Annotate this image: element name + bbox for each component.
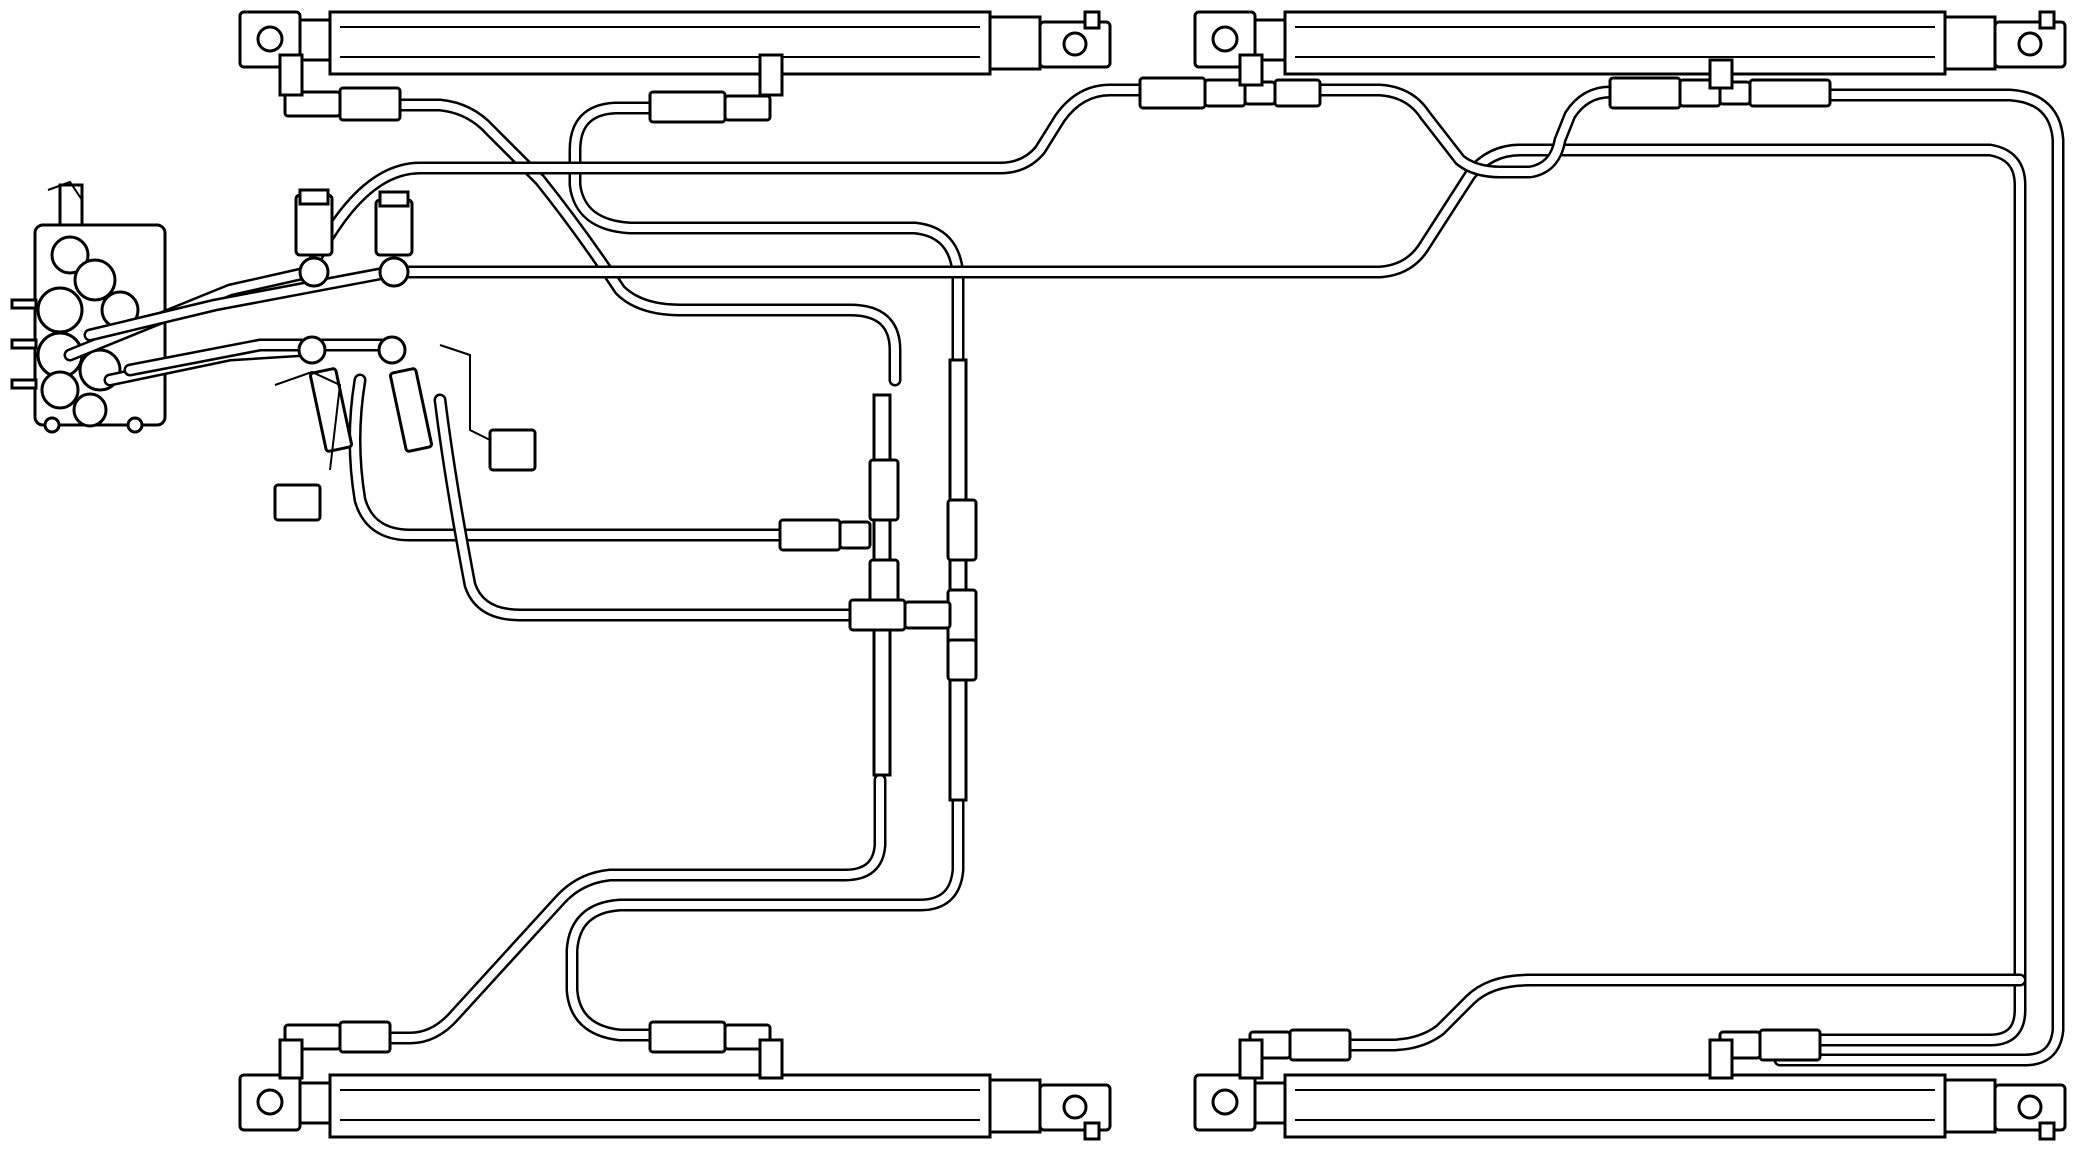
fitting [723, 94, 772, 122]
cylinder-bottom-left [238, 1073, 1112, 1141]
fitting [1748, 78, 1832, 108]
hose-2 [568, 101, 965, 367]
fitting [1758, 1028, 1822, 1062]
fitting [1288, 1028, 1352, 1062]
center-manifold [778, 358, 978, 802]
fitting [338, 1020, 392, 1054]
fitting [1608, 76, 1682, 110]
hose-8 [565, 793, 965, 1042]
hose-fittings [283, 76, 1832, 1062]
swivel-connectors [273, 188, 537, 522]
fitting [1138, 76, 1207, 110]
cylinder-bottom-right [1193, 1073, 2067, 1141]
hose-guard-right [948, 358, 968, 802]
cylinder-top-left [238, 10, 1112, 76]
fitting [648, 1020, 727, 1054]
cylinder-top-right [1193, 10, 2067, 76]
fitting [648, 90, 727, 124]
fitting [338, 86, 402, 122]
hose-routing [303, 83, 2065, 1067]
fitting [1273, 78, 1322, 108]
cylinder-port-elbows [278, 53, 1734, 1080]
control-valve [10, 180, 167, 434]
valve-hoses [63, 265, 397, 387]
hose-1 [393, 98, 902, 387]
